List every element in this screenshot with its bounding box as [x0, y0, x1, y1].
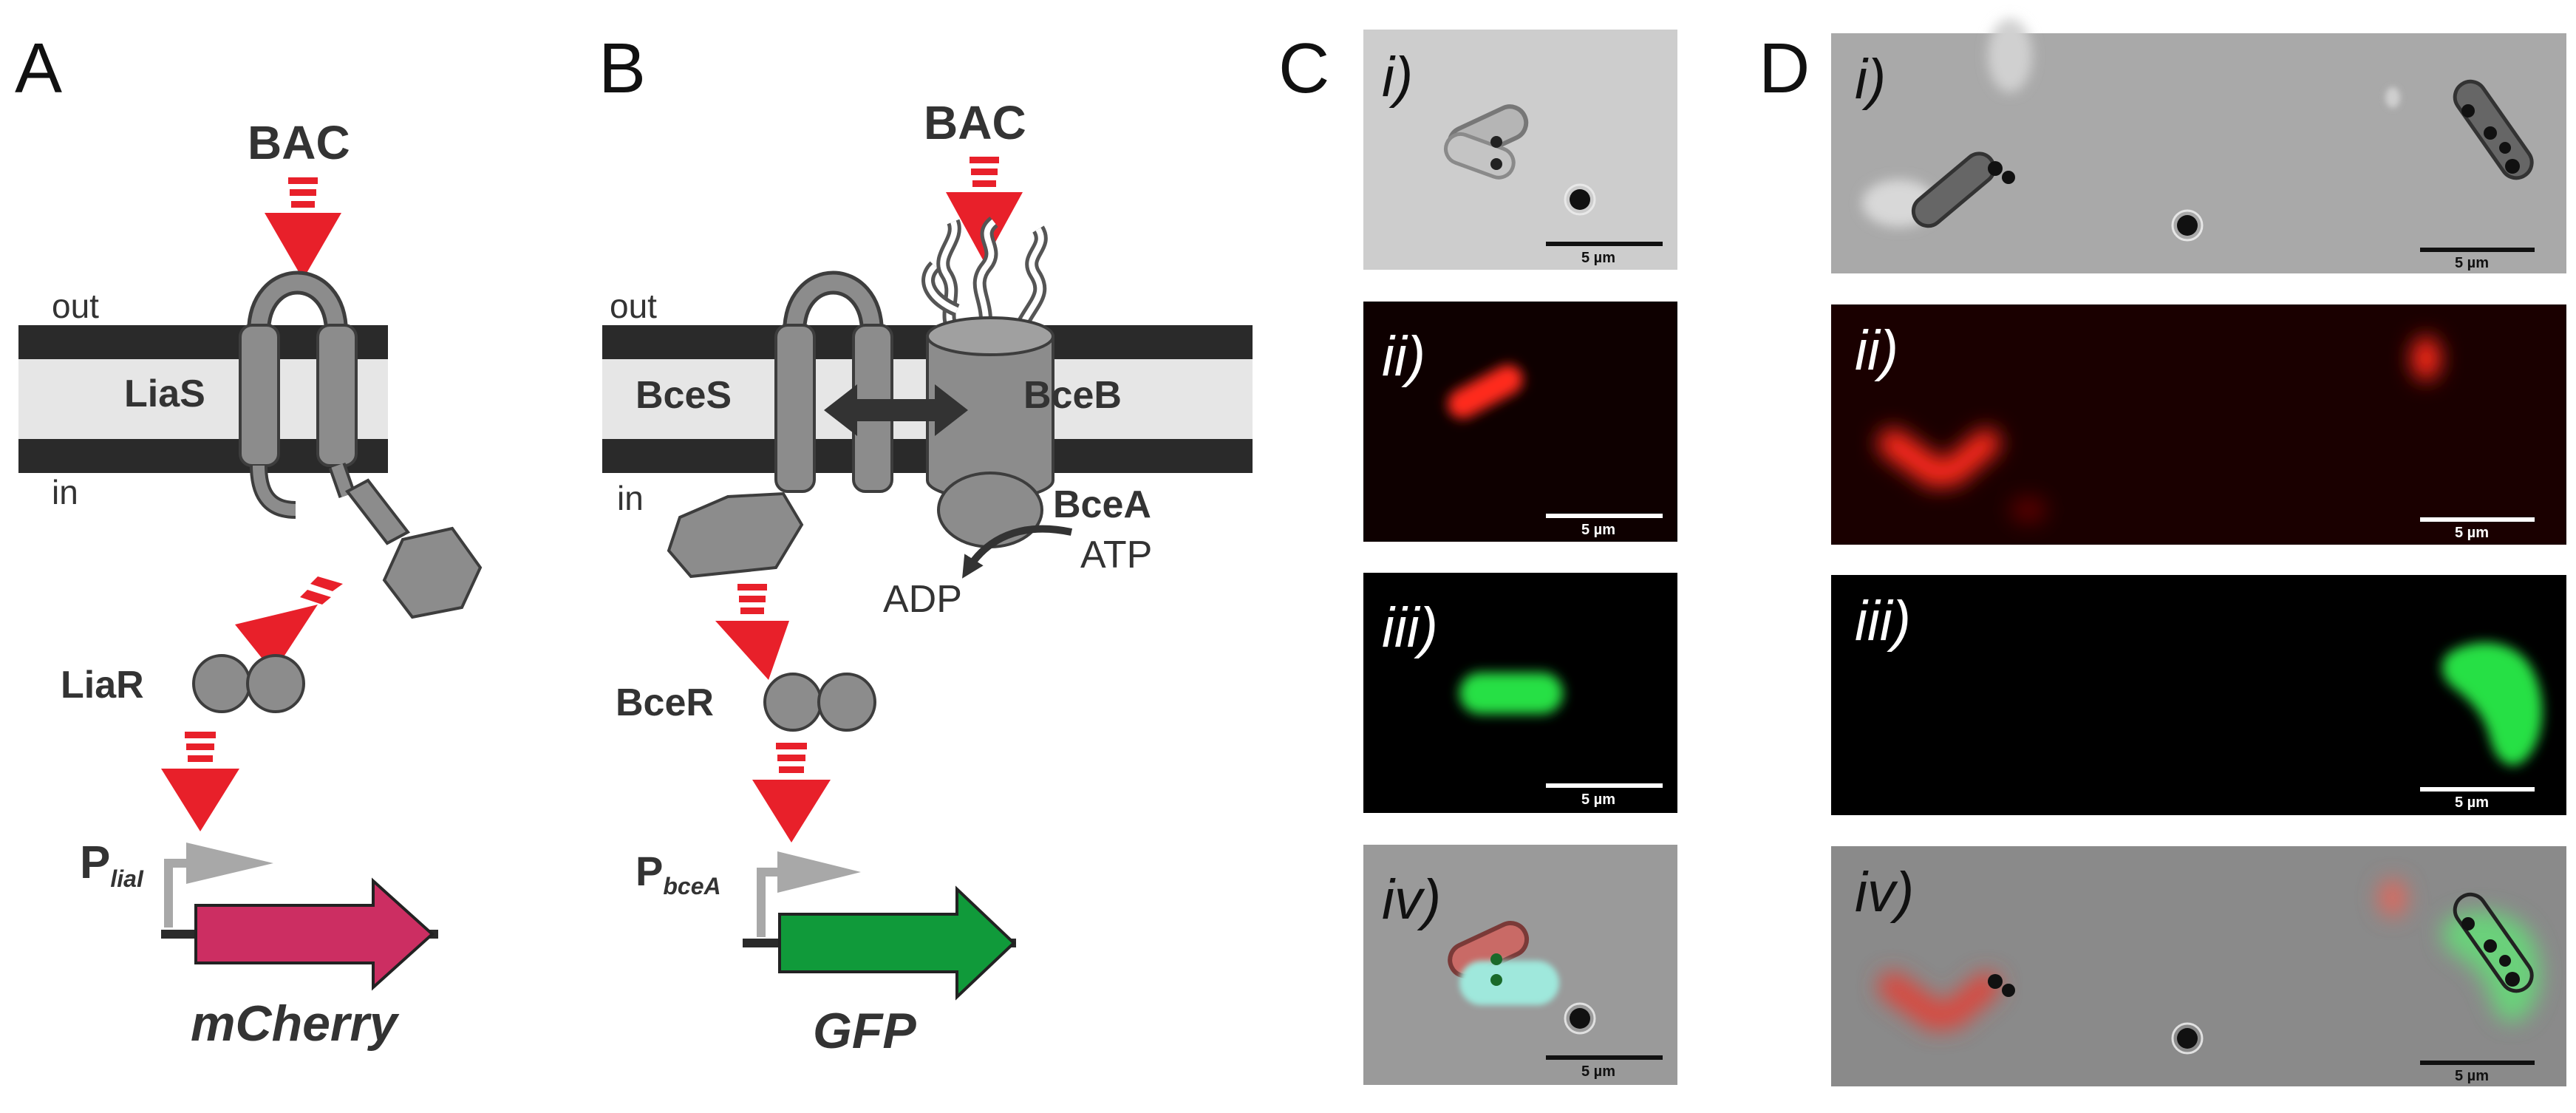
- scale-bar-label: 5 µm: [1581, 792, 1615, 808]
- promoter-symbol: [164, 843, 273, 928]
- in-label: in: [617, 479, 644, 517]
- micrograph-d-green: 5 µm: [1831, 575, 2566, 815]
- row-label: i): [1382, 46, 1413, 109]
- phospho-arrow: [235, 576, 343, 673]
- interaction-arrow: [824, 384, 968, 436]
- regulator-label: LiaR: [61, 664, 144, 707]
- bceA-atpase: [937, 472, 1043, 548]
- promoter-main: P: [80, 837, 110, 888]
- liaS-protein: [239, 270, 483, 619]
- row-label: ii): [1382, 325, 1425, 388]
- out-label: out: [610, 287, 657, 325]
- scale-bar-label: 5 µm: [2455, 255, 2489, 271]
- reporter-label: mCherry: [191, 995, 400, 1052]
- atp-hydrolysis-arrow: [962, 525, 1073, 579]
- promoter-symbol: [757, 851, 861, 937]
- panel-c: C 5 µm i) 5 µm ii): [1278, 29, 1677, 1085]
- panel-b: B BAC out in BceS: [599, 29, 1253, 1059]
- gene-arrow: [161, 877, 438, 991]
- micrograph-c-green: 5 µm: [1363, 573, 1677, 813]
- row-label: ii): [1855, 319, 1898, 382]
- row-label: i): [1855, 48, 1886, 111]
- micrograph-c-red: 5 µm: [1363, 302, 1677, 542]
- panel-d: D 5 µm: [1759, 18, 2566, 1086]
- panel-label-a: A: [15, 29, 62, 108]
- signal-label: BAC: [924, 96, 1026, 149]
- scale-bar-label: 5 µm: [2455, 525, 2489, 541]
- micrograph-c-brightfield: 5 µm: [1363, 30, 1677, 270]
- scale-bar-label: 5 µm: [1581, 522, 1615, 538]
- liaR-dimer: [192, 654, 305, 713]
- in-label: in: [52, 473, 78, 511]
- row-label: iii): [1382, 596, 1438, 659]
- adp-label: ADP: [883, 578, 962, 621]
- regulator-label: BceR: [616, 681, 714, 724]
- phospho-arrow: [715, 584, 789, 680]
- promoter-label: PbceA: [636, 848, 721, 899]
- promoter-sub: liaI: [110, 865, 144, 892]
- scale-bar-label: 5 µm: [1581, 250, 1615, 266]
- panel-label-b: B: [599, 29, 646, 108]
- row-label: iv): [1855, 861, 1914, 924]
- signal-label: BAC: [248, 116, 350, 169]
- out-label: out: [52, 287, 99, 325]
- micrograph-d-red: 5 µm: [1831, 304, 2566, 545]
- reporter-label: GFP: [813, 1003, 916, 1059]
- sensor-label: LiaS: [124, 372, 205, 415]
- scale-bar-label: 5 µm: [1581, 1063, 1615, 1080]
- activation-arrow: [752, 743, 831, 843]
- bceR-dimer: [763, 673, 876, 732]
- gene-arrow: [743, 885, 1016, 1001]
- scale-bar-label: 5 µm: [2455, 794, 2489, 811]
- promoter-sub: bceA: [663, 873, 720, 899]
- panel-a: A BAC out in LiaS: [15, 29, 483, 1052]
- promoter-label: PliaI: [80, 837, 144, 892]
- row-label: iii): [1855, 590, 1911, 653]
- atpase-label: BceA: [1053, 483, 1151, 526]
- activation-arrow: [161, 732, 239, 831]
- sensor-label: BceS: [636, 374, 732, 417]
- promoter-main: P: [636, 848, 663, 894]
- micrograph-d-brightfield: 5 µm: [1831, 18, 2566, 273]
- scale-bar-label: 5 µm: [2455, 1068, 2489, 1084]
- atp-label: ATP: [1080, 534, 1152, 576]
- signal-arrow: [265, 177, 341, 279]
- micrograph-c-merge: 5 µm: [1363, 845, 1677, 1085]
- bceB-transporter: [921, 216, 1054, 500]
- transporter-label: BceB: [1023, 374, 1122, 417]
- row-label: iv): [1382, 868, 1441, 931]
- panel-label-c: C: [1278, 29, 1329, 108]
- panel-label-d: D: [1759, 29, 1810, 108]
- micrograph-d-merge: 5 µm: [1831, 846, 2566, 1086]
